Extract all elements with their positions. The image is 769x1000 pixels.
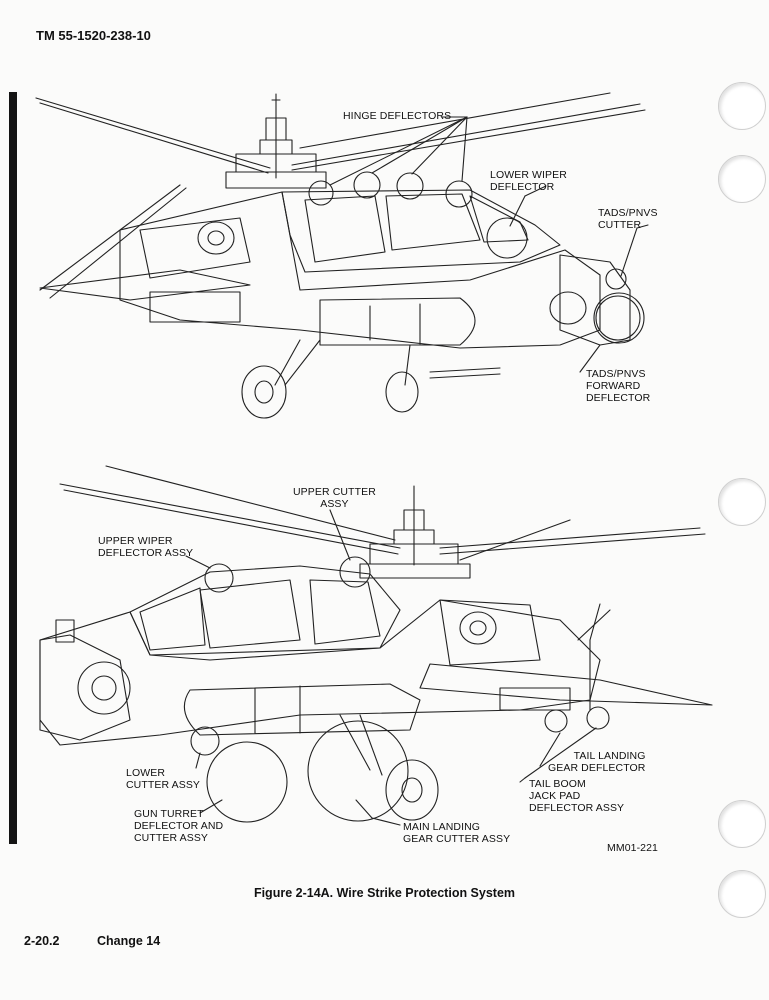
- change-number: Change 14: [97, 934, 161, 948]
- callout-lower-wiper-deflector: LOWER WIPER DEFLECTOR: [490, 169, 567, 193]
- binder-hole: [718, 155, 766, 203]
- page-number: 2-20.2: [24, 934, 60, 948]
- manual-id: TM 55-1520-238-10: [36, 28, 151, 43]
- callout-tads-pnvs-cutter: TADS/PNVS CUTTER: [598, 207, 658, 231]
- top-helicopter-drawing: [35, 92, 649, 419]
- callout-lower-cutter-assy: LOWER CUTTER ASSY: [126, 767, 201, 791]
- figure-id: MM01-221: [607, 842, 658, 854]
- binder-hole: [718, 82, 766, 130]
- callout-hinge-deflectors: HINGE DEFLECTORS: [343, 110, 452, 122]
- callout-tail-landing-gear-deflector: TAIL LANDING GEAR DEFLECTOR: [548, 750, 646, 774]
- change-bar: [9, 92, 17, 844]
- binder-hole: [718, 800, 766, 848]
- callout-upper-wiper-deflector-assy: UPPER WIPER DEFLECTOR ASSY: [98, 535, 194, 559]
- figure-caption: Figure 2-14A. Wire Strike Protection Sys…: [253, 886, 516, 900]
- callout-tads-pnvs-forward-deflector: TADS/PNVS FORWARD DEFLECTOR: [586, 368, 651, 404]
- callout-main-landing-gear-cutter: MAIN LANDING GEAR CUTTER ASSY: [403, 821, 511, 845]
- bottom-helicopter-drawing: [39, 465, 713, 826]
- binder-hole: [718, 478, 766, 526]
- callout-gun-turret-deflector: GUN TURRET DEFLECTOR AND CUTTER ASSY: [134, 808, 224, 844]
- binder-hole: [718, 870, 766, 918]
- callout-upper-cutter-assy: UPPER CUTTER ASSY: [293, 486, 376, 510]
- callout-tail-boom-jack-pad: TAIL BOOM JACK PAD DEFLECTOR ASSY: [529, 778, 625, 814]
